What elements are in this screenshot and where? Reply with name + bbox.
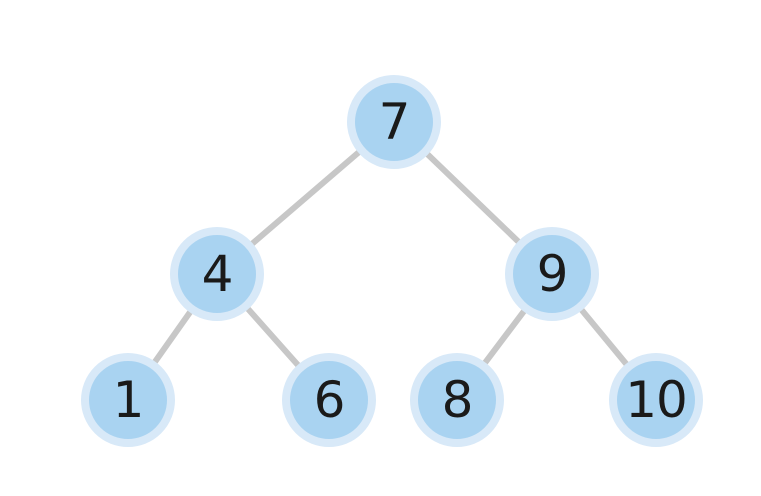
node-label: 7: [378, 93, 411, 151]
node-label: 6: [313, 371, 346, 429]
node-label: 4: [201, 245, 234, 303]
node-label: 10: [625, 371, 688, 429]
node-label: 1: [112, 371, 145, 429]
node-label: 8: [441, 371, 474, 429]
tree-node-6: 6: [282, 353, 376, 447]
tree-node-4: 4: [170, 227, 264, 321]
node-label: 9: [536, 245, 569, 303]
tree-node-1: 1: [81, 353, 175, 447]
tree-node-10: 10: [609, 353, 703, 447]
tree-node-9: 9: [505, 227, 599, 321]
tree-node-8: 8: [410, 353, 504, 447]
tree-node-7: 7: [347, 75, 441, 169]
